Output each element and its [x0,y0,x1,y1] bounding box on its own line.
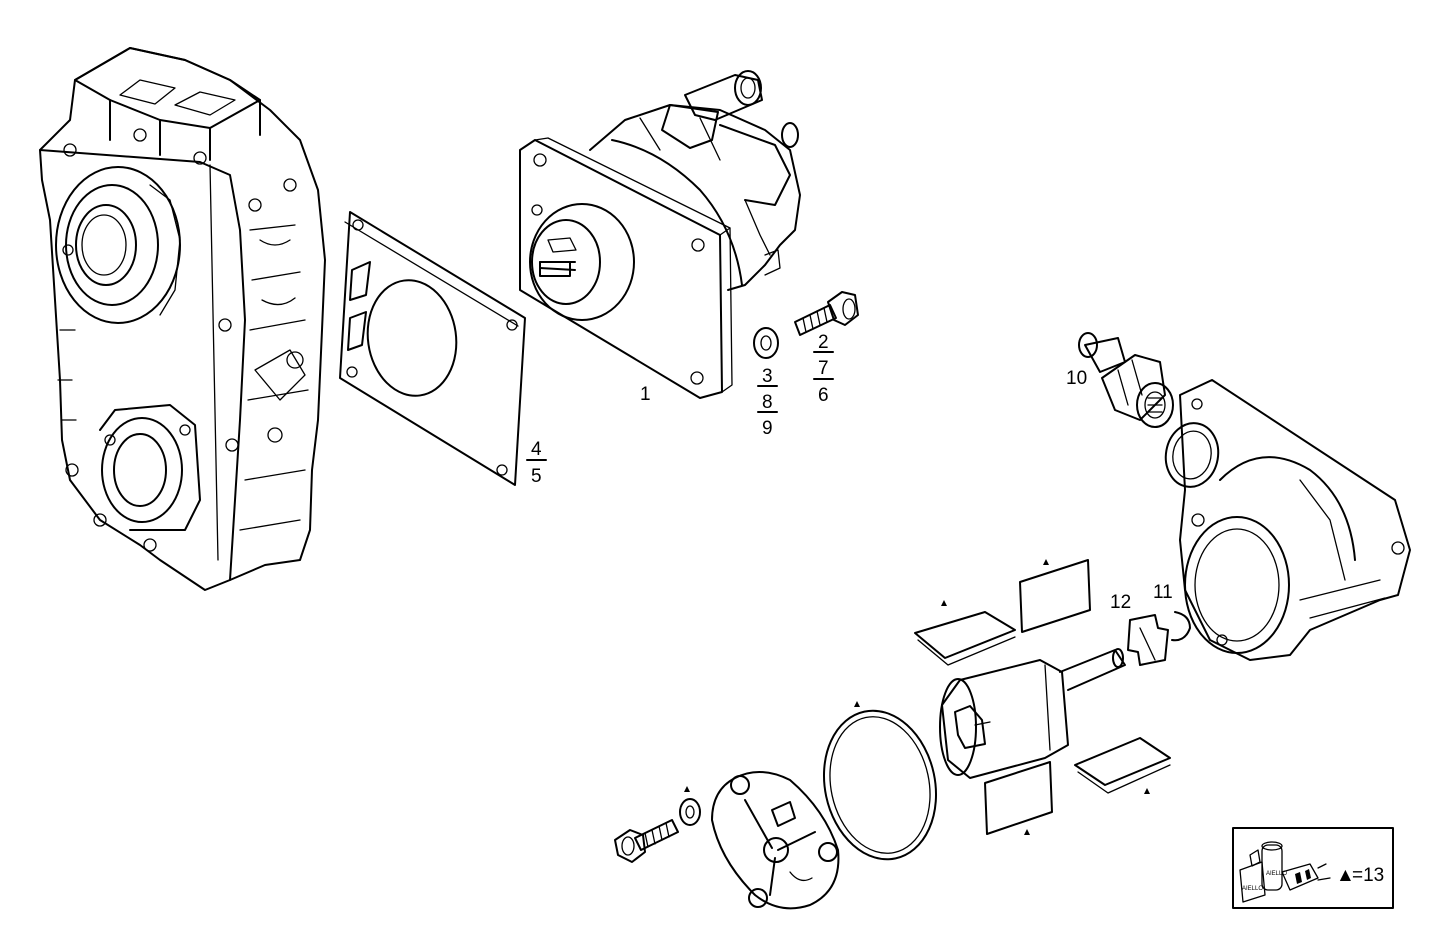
callout-7: 7 [818,358,829,379]
transmission-housing [39,47,326,591]
kit-label-b: AIELLO [1266,871,1287,877]
marker-vane-bottom-left [1024,829,1030,835]
hydraulic-pump [519,70,801,399]
callout-8: 8 [762,392,773,413]
end-cover-plate [711,771,840,910]
pump-cover-housing [1179,379,1411,661]
callouts: 1 2 7 6 3 8 9 4 5 10 11 12 [531,332,1173,613]
marker-vane-top-right [1043,559,1049,565]
kit-thumbnail: AIELLO AIELLO [1239,841,1331,903]
cover-washer [679,798,701,826]
vane-bottom-left [984,761,1053,835]
callout-2: 2 [818,332,829,353]
vane-top-left [914,611,1016,666]
pump-bolt [794,291,859,336]
callout-11: 11 [1153,582,1173,603]
kit-legend-text: =13 [1352,865,1384,886]
pump-rotor [939,648,1126,779]
kit-legend-box: AIELLO AIELLO ▲ =13 [1232,827,1394,909]
retaining-key [1127,614,1169,666]
snap-ring [1171,611,1191,642]
callout-5: 5 [531,466,542,487]
vane-bottom-right [1074,737,1171,794]
marker-vane-top-left [941,600,947,606]
pump-gasket [339,211,526,486]
kit-label-a: AIELLO [1242,886,1263,892]
cover-bolt [614,819,679,863]
pump-washer [753,327,779,359]
kit-markers [684,559,1150,835]
callout-12: 12 [1110,592,1131,613]
fitting-seal-ring [1164,422,1220,488]
marker-o-ring [854,701,860,707]
marker-cover-washer [684,786,690,792]
marker-vane-bottom-right [1144,788,1150,794]
callout-6: 6 [818,385,829,406]
callout-1: 1 [640,384,651,405]
o-ring-seal [822,709,938,861]
callout-4: 4 [531,439,542,460]
callout-10: 10 [1066,368,1087,389]
vane-top-right [1019,559,1091,633]
kit-marker-symbol: ▲ [1336,865,1355,886]
callout-3: 3 [762,366,773,387]
callout-9: 9 [762,418,773,439]
hydraulic-fitting [1078,332,1174,428]
